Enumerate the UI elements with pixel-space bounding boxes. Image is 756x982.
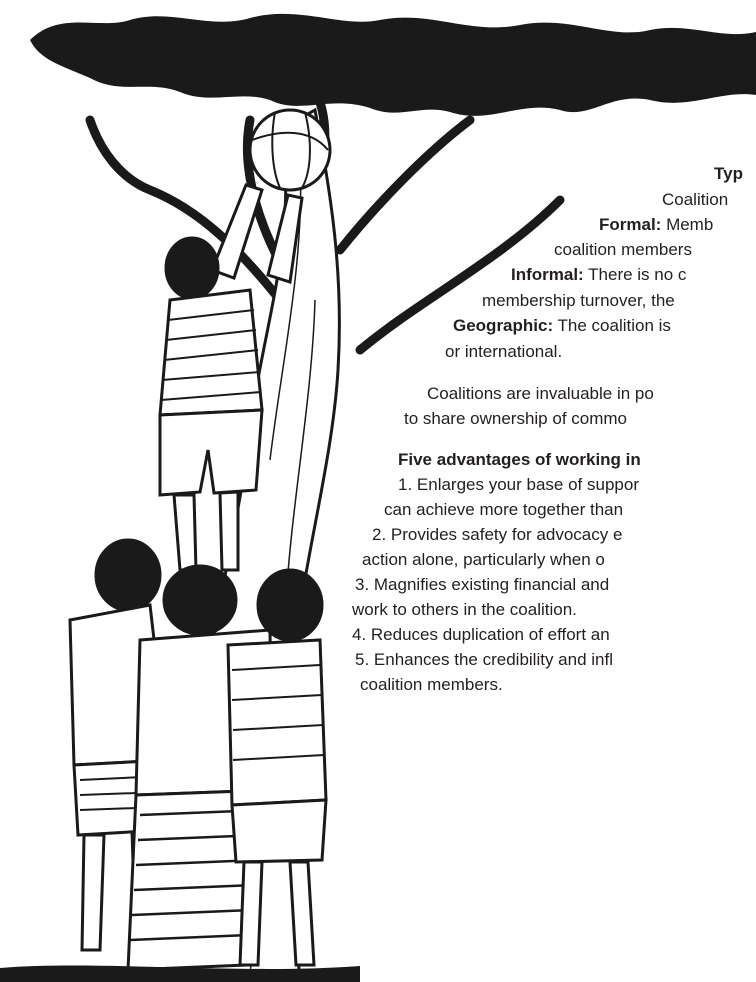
ground (0, 965, 360, 982)
formal-text: Memb (661, 215, 714, 234)
value-statement-line2: to share ownership of commo (404, 409, 627, 428)
advantage-line: 2. Provides safety for advocacy e (372, 525, 623, 544)
geographic-text: The coalition is (553, 316, 671, 335)
types-heading: Typ (714, 164, 743, 183)
geographic-label: Geographic: (453, 316, 554, 335)
advantage-line: can achieve more together than (384, 500, 624, 519)
advantage-line: action alone, particularly when o (362, 550, 605, 569)
geographic-cont: or international. (445, 342, 563, 361)
advantage-line: work to others in the coalition. (352, 600, 577, 619)
formal-cont: coalition members (554, 240, 692, 259)
informal-label: Informal: (511, 265, 584, 284)
advantage-line: 1. Enlarges your base of suppor (398, 475, 639, 494)
types-intro: Coalition (662, 190, 729, 209)
advantage-line: 5. Enhances the credibility and infl (355, 650, 613, 669)
tree-canopy (30, 13, 756, 116)
child-top (158, 183, 304, 572)
advantage-line: 3. Magnifies existing financial and (355, 575, 610, 594)
geographic-line: Geographic: The coalition is (453, 315, 671, 337)
informal-line: Informal: There is no c (511, 264, 686, 286)
advantages-heading: Five advantages of working in (398, 450, 641, 469)
advantage-line: 4. Reduces duplication of effort an (352, 625, 610, 644)
ball (248, 108, 332, 192)
informal-text: There is no c (583, 265, 687, 284)
value-statement-line1: Coalitions are invaluable in po (427, 384, 654, 403)
informal-cont: membership turnover, the (482, 291, 675, 310)
child-right (226, 568, 328, 967)
formal-line: Formal: Memb (599, 214, 713, 236)
advantage-line: coalition members. (360, 675, 503, 694)
formal-label: Formal: (599, 215, 662, 234)
